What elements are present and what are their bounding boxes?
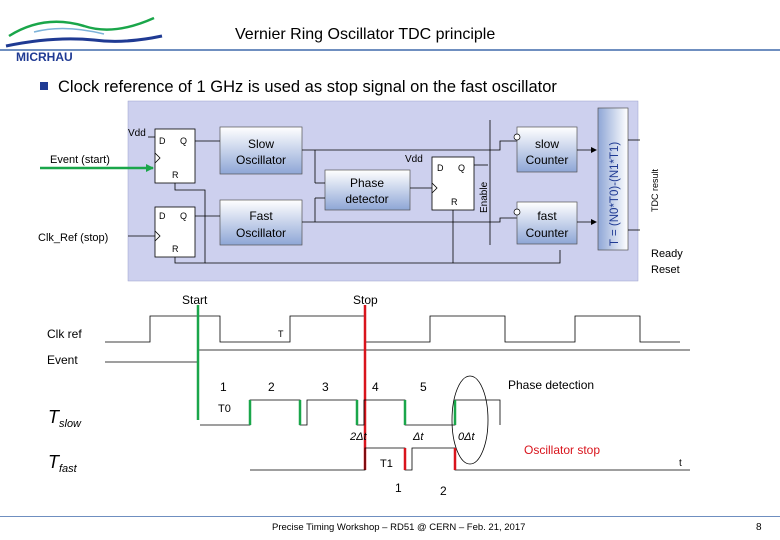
fast-waveform (250, 447, 690, 471)
enable-label: Enable (479, 181, 490, 213)
logo: MICRHAU (4, 6, 164, 68)
t1-label: T1 (380, 458, 393, 470)
ff2-d-label: D (159, 211, 166, 221)
fast-oscillator-box (219, 199, 303, 246)
event-waveform (105, 349, 690, 363)
delta-2-label: 2Δt (349, 431, 367, 443)
formula-box (597, 107, 629, 251)
slow-counter-box (516, 126, 578, 173)
slide-title: Vernier Ring Oscillator TDC principle (235, 26, 496, 43)
flip-flop-start: Vdd D Q R (128, 128, 196, 184)
ff3-q-label: Q (458, 163, 465, 173)
bullet-text: Clock reference of 1 GHz is used as stop… (58, 78, 557, 96)
slow-osc-line1: Slow (248, 137, 274, 151)
start-label: Start (182, 293, 208, 307)
logo-text: MICRHAU (16, 50, 73, 64)
ff1-d-label: D (159, 136, 166, 146)
ff3-d-label: D (437, 163, 444, 173)
event-start-label: Event (start) (50, 154, 110, 166)
period-t-label: T (278, 329, 284, 339)
phase-detection-ellipse (451, 375, 489, 465)
fast-osc-line1: Fast (249, 209, 273, 223)
footer-text: Precise Timing Workshop – RD51 @ CERN – … (272, 522, 526, 533)
ff2-r-label: R (172, 244, 179, 254)
oscillator-stop-label: Oscillator stop (524, 443, 600, 457)
page-number: 8 (756, 522, 762, 533)
ff3-r-label: R (451, 197, 458, 207)
flip-flop-stop: D Q R (154, 206, 196, 258)
slow-oscillator-box (219, 126, 303, 175)
fast-counter-line1: fast (537, 209, 557, 223)
phase-detector-box (324, 169, 411, 211)
delta-1-label: Δt (412, 431, 424, 443)
fast-num-2: 2 (440, 484, 447, 498)
slow-num-1: 1 (220, 380, 227, 394)
clk-ref-waveform (105, 315, 680, 343)
clk-ref-label: Clk ref (47, 327, 82, 341)
phase-detection-label: Phase detection (508, 378, 594, 392)
fast-counter-line2: Counter (526, 226, 569, 240)
ff2-q-label: Q (180, 211, 187, 221)
phase-detector-line2: detector (345, 192, 388, 206)
t0-label: T0 (218, 403, 231, 415)
slow-num-2: 2 (268, 380, 275, 394)
delta-0-label: 0Δt (458, 431, 475, 443)
fast-counter-box (516, 201, 578, 245)
logo-graphic: MICRHAU (5, 16, 163, 64)
vdd-right-label: Vdd (405, 154, 423, 165)
event-label: Event (47, 353, 78, 367)
clk-ref-stop-label: Clk_Ref (stop) (38, 232, 108, 244)
slow-counter-line1: slow (535, 137, 559, 151)
title-divider (0, 49, 780, 51)
fast-osc-line2: Oscillator (236, 226, 286, 240)
ff1-q-label: Q (180, 136, 187, 146)
t-fast-label: Tfast (48, 452, 78, 475)
ready-label: Ready (651, 248, 683, 260)
bullet-square-icon (40, 81, 48, 90)
fast-num-1: 1 (395, 481, 402, 495)
flip-flop-phase: Vdd D Q R (405, 154, 475, 211)
reset-label: Reset (651, 264, 680, 276)
reset-bus (174, 183, 206, 264)
t-slow-label: Tslow (48, 407, 82, 430)
vdd-left-label: Vdd (128, 128, 146, 139)
slow-num-3: 3 (322, 380, 329, 394)
slow-osc-line2: Oscillator (236, 153, 286, 167)
time-axis-label: t (679, 458, 682, 469)
phase-detector-line1: Phase (350, 176, 384, 190)
slow-num-5: 5 (420, 380, 427, 394)
slow-num-4: 4 (372, 380, 379, 394)
tdc-result-label: TDC result (650, 168, 660, 212)
slow-counter-line2: Counter (526, 153, 569, 167)
footer-divider (0, 516, 780, 517)
bullet-point: Clock reference of 1 GHz is used as stop… (40, 78, 557, 97)
formula-text: T = (N0*T0)-(N1*T1) (609, 142, 621, 246)
ff1-r-label: R (172, 170, 179, 180)
stop-label: Stop (353, 293, 378, 307)
